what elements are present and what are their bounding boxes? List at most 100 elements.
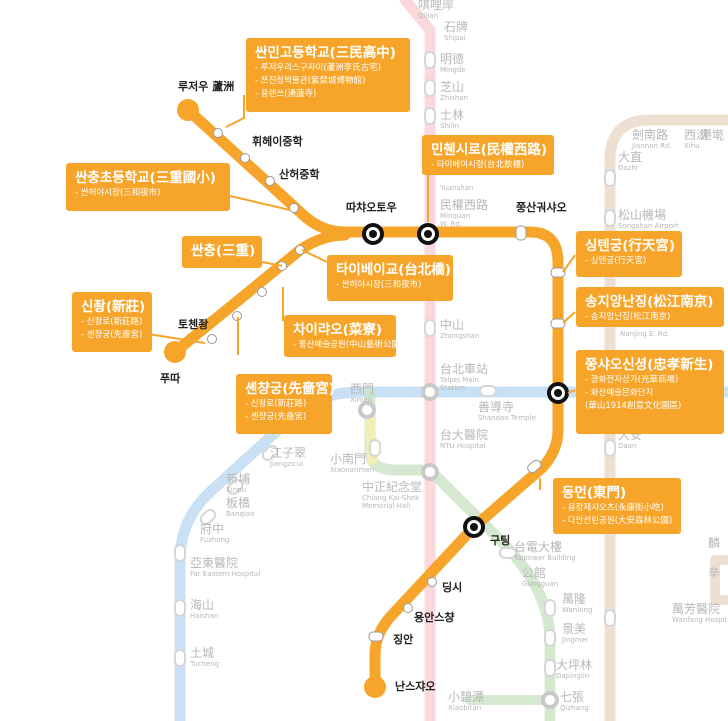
- station-dot: [289, 203, 299, 213]
- callout-xinzhuang: 신좡(新莊) - 신좡로(新莊路) - 셴쟝궁(先嗇宮): [72, 292, 152, 352]
- ghost-station: [499, 547, 517, 559]
- transfer-zhongxiao: [547, 382, 569, 404]
- ghost-transfer: [541, 691, 559, 709]
- pointer-sanmin: [225, 95, 245, 128]
- station-sanmin: 휘헤이중학: [252, 135, 303, 148]
- callout-item: - 루저우리스구자이(蘆洲李氏古宅): [255, 63, 381, 73]
- callout-title: 민췐시로(民權西路): [431, 142, 548, 158]
- ghost-station: [424, 51, 436, 69]
- station-dot: [240, 153, 250, 163]
- transfer-daqiaotou: [362, 223, 384, 245]
- ghost-station: [604, 169, 616, 187]
- ghost-station: [199, 508, 217, 526]
- pointer-sanchong-elem: [229, 195, 291, 211]
- station-pill: [550, 318, 566, 329]
- station-yongan: 용안스챵: [414, 611, 455, 624]
- callout-item: - 싱텐궁(行天宮): [585, 256, 647, 266]
- station-dot: [403, 603, 413, 613]
- pointer-songjiang: [562, 311, 576, 324]
- station-dot: [265, 176, 275, 186]
- station-dingxi: 딩시: [442, 581, 463, 594]
- pointer-sanchong: [261, 261, 283, 267]
- callout-sanmin: 싼민고등학교(三民高中) - 루저우리스구자이(蘆洲李氏古宅) - 쯔진청박물관…: [246, 38, 410, 112]
- station-pill: [550, 267, 566, 278]
- callout-item: - 용렌쓰(湧蓮寺): [255, 89, 317, 99]
- station-guting: 구팅: [490, 534, 511, 547]
- station-dot: [257, 287, 267, 297]
- callout-item: - 광화전자상가(光華商場): [585, 375, 679, 385]
- callout-item: - 싼허야시장(三和夜市): [336, 280, 422, 290]
- callout-item: - 신좡로(新莊路): [81, 317, 143, 327]
- station-sanhe: 산허중학: [279, 168, 320, 181]
- ghost-station: [544, 599, 556, 617]
- callout-title: 신좡(新莊): [81, 299, 146, 315]
- pointer-taipei-bridge: [301, 249, 328, 263]
- ghost-transfer: [358, 401, 376, 419]
- station-pill: [527, 459, 542, 474]
- ghost-station: [424, 79, 436, 97]
- ghost-station: [424, 107, 436, 125]
- callout-minquan: 민췐시로(民權西路) - 타이베이시령(台北飲櫃): [422, 135, 554, 175]
- callout-sanchong-elem: 싼충초등학교(三重國小) - 싼허야시장(三和夜市): [66, 163, 230, 211]
- terminus-luzhou: [177, 99, 199, 121]
- callout-xingtian: 싱텐궁(行天宮) - 싱텐궁(行天宮): [576, 231, 682, 277]
- callout-item: - 타이베이시령(台北飲櫃): [431, 160, 525, 170]
- station-pill: [368, 631, 384, 642]
- callout-item: - 신좡로(新莊路): [245, 399, 307, 409]
- brown-branch: [710, 555, 728, 605]
- transfer-guting: [463, 516, 485, 538]
- ghost-station: [604, 439, 616, 457]
- ghost-station: [544, 659, 556, 677]
- station-daqiaotou: 따챠오토우: [346, 201, 397, 214]
- transfer-minquan: [417, 223, 439, 245]
- ghost-station: [604, 609, 616, 627]
- callout-title: 차이랴오(菜寮): [293, 322, 383, 338]
- callout-dongmen: 동먼(東門) - 용캉제샤오츠(永康街小吃) - 다안선린공원(大安森林公園): [553, 478, 681, 534]
- callout-item: - 다안선린공원(大安森林公園): [562, 516, 673, 526]
- ghost-station: [424, 319, 436, 337]
- ghost-station: [261, 444, 279, 462]
- callout-title: 송지앙난징(松江南京): [585, 294, 714, 310]
- ghost-station: [174, 649, 186, 667]
- callout-xianse: 셴챵궁(先嗇宮) - 신좡로(新莊路) - 셴쟝궁(先嗇宮): [236, 374, 336, 434]
- ghost-station: [174, 599, 186, 617]
- station-dot: [427, 577, 437, 587]
- station-zhongshanguoxiao: 쭝산궈샤오: [516, 201, 567, 214]
- station-fuda: 푸따: [160, 372, 181, 385]
- callout-title: 싼충(三重): [191, 243, 256, 259]
- circular-line-main: [182, 104, 564, 693]
- callout-title: 셴챵궁(先嗇宮): [245, 381, 336, 397]
- ghost-station: [226, 478, 244, 496]
- bg-label-yuanshan: Yuanshan: [440, 184, 474, 192]
- station-jingan: 징안: [393, 633, 414, 646]
- callout-sanchong: 싼충(三重): [182, 236, 262, 268]
- bg-label-nanjing: Nanjing E. Rd.: [620, 330, 670, 338]
- callout-title: 쭝샤오신셩(忠孝新生): [585, 357, 714, 373]
- station-nanshijiao: 난스쟈오: [395, 680, 436, 693]
- callout-item: - 화산예술문화단지: [585, 388, 654, 398]
- ghost-transfer: [421, 463, 439, 481]
- blue-line: [174, 386, 728, 721]
- callout-title: 싼충초등학교(三重國小): [75, 170, 216, 186]
- callout-item: - 셴쟝궁(先嗇宮): [81, 330, 143, 340]
- callout-item: - 쭝산예술공원(中山藝術公園): [293, 340, 404, 350]
- brown-line: [604, 114, 728, 721]
